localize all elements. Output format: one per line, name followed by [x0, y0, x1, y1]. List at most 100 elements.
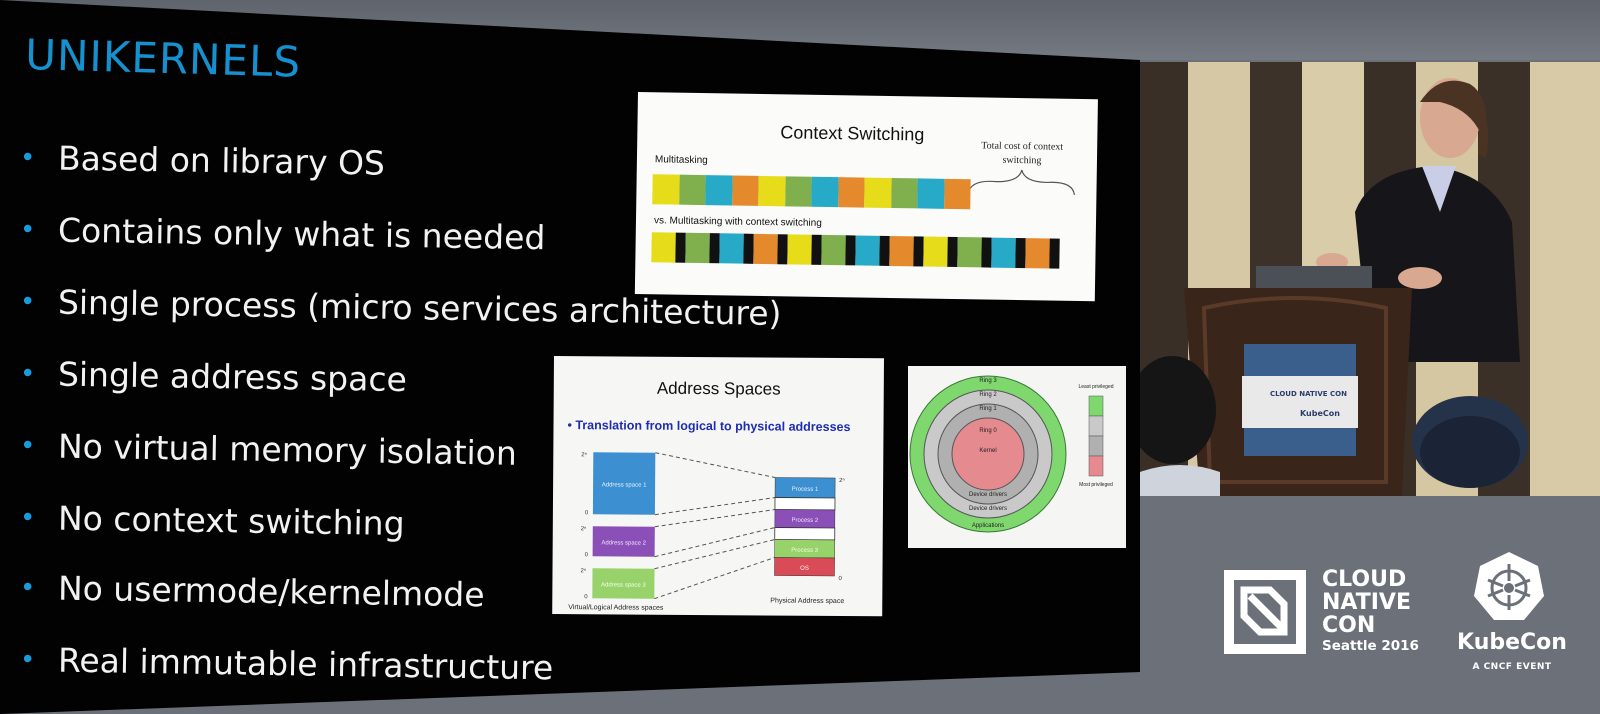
cnc-line-3: CON [1322, 613, 1376, 638]
physical-block-os [774, 557, 835, 577]
task-slice [685, 232, 710, 264]
protection-rings-figure: Ring 3 Ring 2 Ring 1 Ring 0 Kernel Devic… [908, 366, 1126, 548]
conference-location: Seattle 2016 [1322, 638, 1419, 654]
task-slice [837, 177, 865, 208]
bullet-item: • No usermode/kernelmode [20, 568, 485, 615]
speaker-scene: CLOUD NATIVE CON KubeCon [1140, 78, 1528, 496]
applications-label: Applications [972, 523, 1004, 529]
podium-sign-cnc: CLOUD NATIVE CON [1270, 390, 1347, 398]
bullet-text: No usermode/kernelmode [57, 568, 485, 615]
context-switch-slice [743, 233, 754, 264]
virtual-block-1 [592, 452, 656, 515]
svg-text:0: 0 [585, 552, 589, 558]
task-slice [719, 233, 744, 264]
kernel-label: Kernel [979, 448, 996, 454]
context-switch-slice [709, 233, 720, 264]
ring-1-label: Ring 1 [979, 406, 997, 412]
virtual-block-2 [592, 526, 655, 557]
task-slice [943, 178, 971, 210]
bullet-dot-icon: • [19, 644, 36, 675]
task-slice [811, 176, 839, 208]
virtual-block-3-label: Address space 3 [601, 582, 646, 588]
task-slice [890, 177, 918, 209]
cnc-line-1: CLOUD [1322, 567, 1407, 592]
virtual-block-3 [592, 568, 655, 599]
bullet-text: Real immutable infrastructure [57, 640, 554, 688]
context-switch-slice [811, 234, 822, 265]
task-slice [821, 234, 846, 266]
svg-text:0: 0 [584, 594, 588, 600]
cloud-native-con-wordmark: CLOUD NATIVE CON Seattle 2016 [1322, 568, 1432, 655]
ring-2-label: Ring 2 [979, 392, 997, 398]
bullet-text: No context switching [57, 498, 405, 544]
virtual-block-1-label: Address space 1 [602, 482, 647, 488]
least-privileged-label: Least privileged [1078, 384, 1113, 390]
podium-sign-kubecon: KubeCon [1300, 409, 1340, 418]
bullet-item: • No virtual memory isolation [20, 426, 517, 473]
row-label-multitasking: Multitasking [654, 154, 708, 167]
physical-block-2-label: Process 2 [791, 518, 818, 524]
kubecon-tagline: A CNCF EVENT [1472, 662, 1552, 672]
ring-0-label: Ring 0 [979, 428, 997, 434]
task-slice [787, 234, 812, 265]
ring-3-label: Ring 3 [979, 378, 997, 384]
curly-brace-icon [967, 169, 1076, 195]
bullet-text: Single address space [57, 354, 408, 400]
task-slice [864, 177, 892, 208]
context-switching-strip [651, 232, 1060, 269]
context-switch-slice [1015, 237, 1026, 269]
context-switching-figure: Context Switching Total cost of context … [634, 92, 1098, 302]
bullet-text: Based on library OS [57, 138, 386, 183]
context-switch-slice [845, 235, 856, 266]
bullet-dot-icon: • [19, 286, 36, 317]
context-switch-slice [913, 236, 924, 267]
context-switch-slice [879, 235, 890, 266]
task-slice [957, 237, 982, 268]
context-switch-slice [675, 232, 686, 263]
svg-text:2ⁿ: 2ⁿ [581, 451, 587, 458]
kubernetes-helm-icon [1474, 552, 1544, 620]
physical-block-os-label: OS [800, 566, 809, 572]
slide-title: UNIKERNELS [24, 30, 302, 87]
bullet-text: Contains only what is needed [57, 210, 546, 258]
bullet-dot-icon: • [19, 430, 36, 461]
kubecon-wordmark: KubeCon [1457, 630, 1567, 655]
physical-space-caption: Physical Address space [770, 597, 845, 606]
bullet-item: • Single address space [20, 354, 407, 399]
bullet-item: • No context switching [20, 498, 405, 543]
task-slice [784, 176, 812, 207]
task-slice [917, 178, 945, 209]
device-drivers-label-1: Device drivers [969, 492, 1007, 498]
speaker-camera-view: CLOUD NATIVE CON KubeCon [1140, 62, 1600, 496]
bullet-dot-icon: • [19, 142, 36, 173]
task-slice [678, 174, 706, 206]
virtual-block-2-label: Address space 2 [601, 540, 646, 546]
context-switch-slice [777, 234, 788, 265]
bullet-item: • Based on library OS [20, 138, 386, 183]
context-switch-slice [981, 237, 992, 268]
bullet-dot-icon: • [19, 502, 36, 533]
address-mapping-diagram: Address space 1 Address space 2 Address … [580, 451, 845, 600]
bullet-dot-icon: • [19, 214, 36, 245]
physical-block-1-label: Process 1 [792, 487, 819, 493]
task-slice [855, 235, 880, 266]
row-label-context-switching: vs. Multitasking with context switching [653, 215, 822, 229]
context-switch-slice [1049, 238, 1060, 269]
svg-text:2ⁿ: 2ⁿ [839, 477, 845, 484]
task-slice [651, 232, 676, 263]
virtual-space-caption: Virtual/Logical Address spaces [568, 604, 664, 612]
rings-diagram: Ring 3 Ring 2 Ring 1 Ring 0 Kernel Devic… [909, 375, 1114, 533]
task-slice [758, 175, 786, 207]
task-slice [991, 237, 1016, 268]
cloud-native-con-logo-icon [1224, 570, 1306, 654]
task-slice [753, 233, 778, 265]
bullet-item: • Contains only what is needed [19, 210, 546, 258]
svg-text:0: 0 [838, 576, 842, 582]
svg-text:0: 0 [585, 510, 589, 516]
svg-text:2ⁿ: 2ⁿ [580, 567, 586, 574]
task-slice [1025, 238, 1050, 269]
multitasking-strip [652, 174, 971, 210]
address-spaces-figure: Address Spaces • Translation from logica… [552, 356, 884, 617]
presentation-slide: UNIKERNELS • Based on library OS • Conta… [0, 0, 1140, 714]
cost-note: Total cost of context switching [981, 140, 1064, 167]
